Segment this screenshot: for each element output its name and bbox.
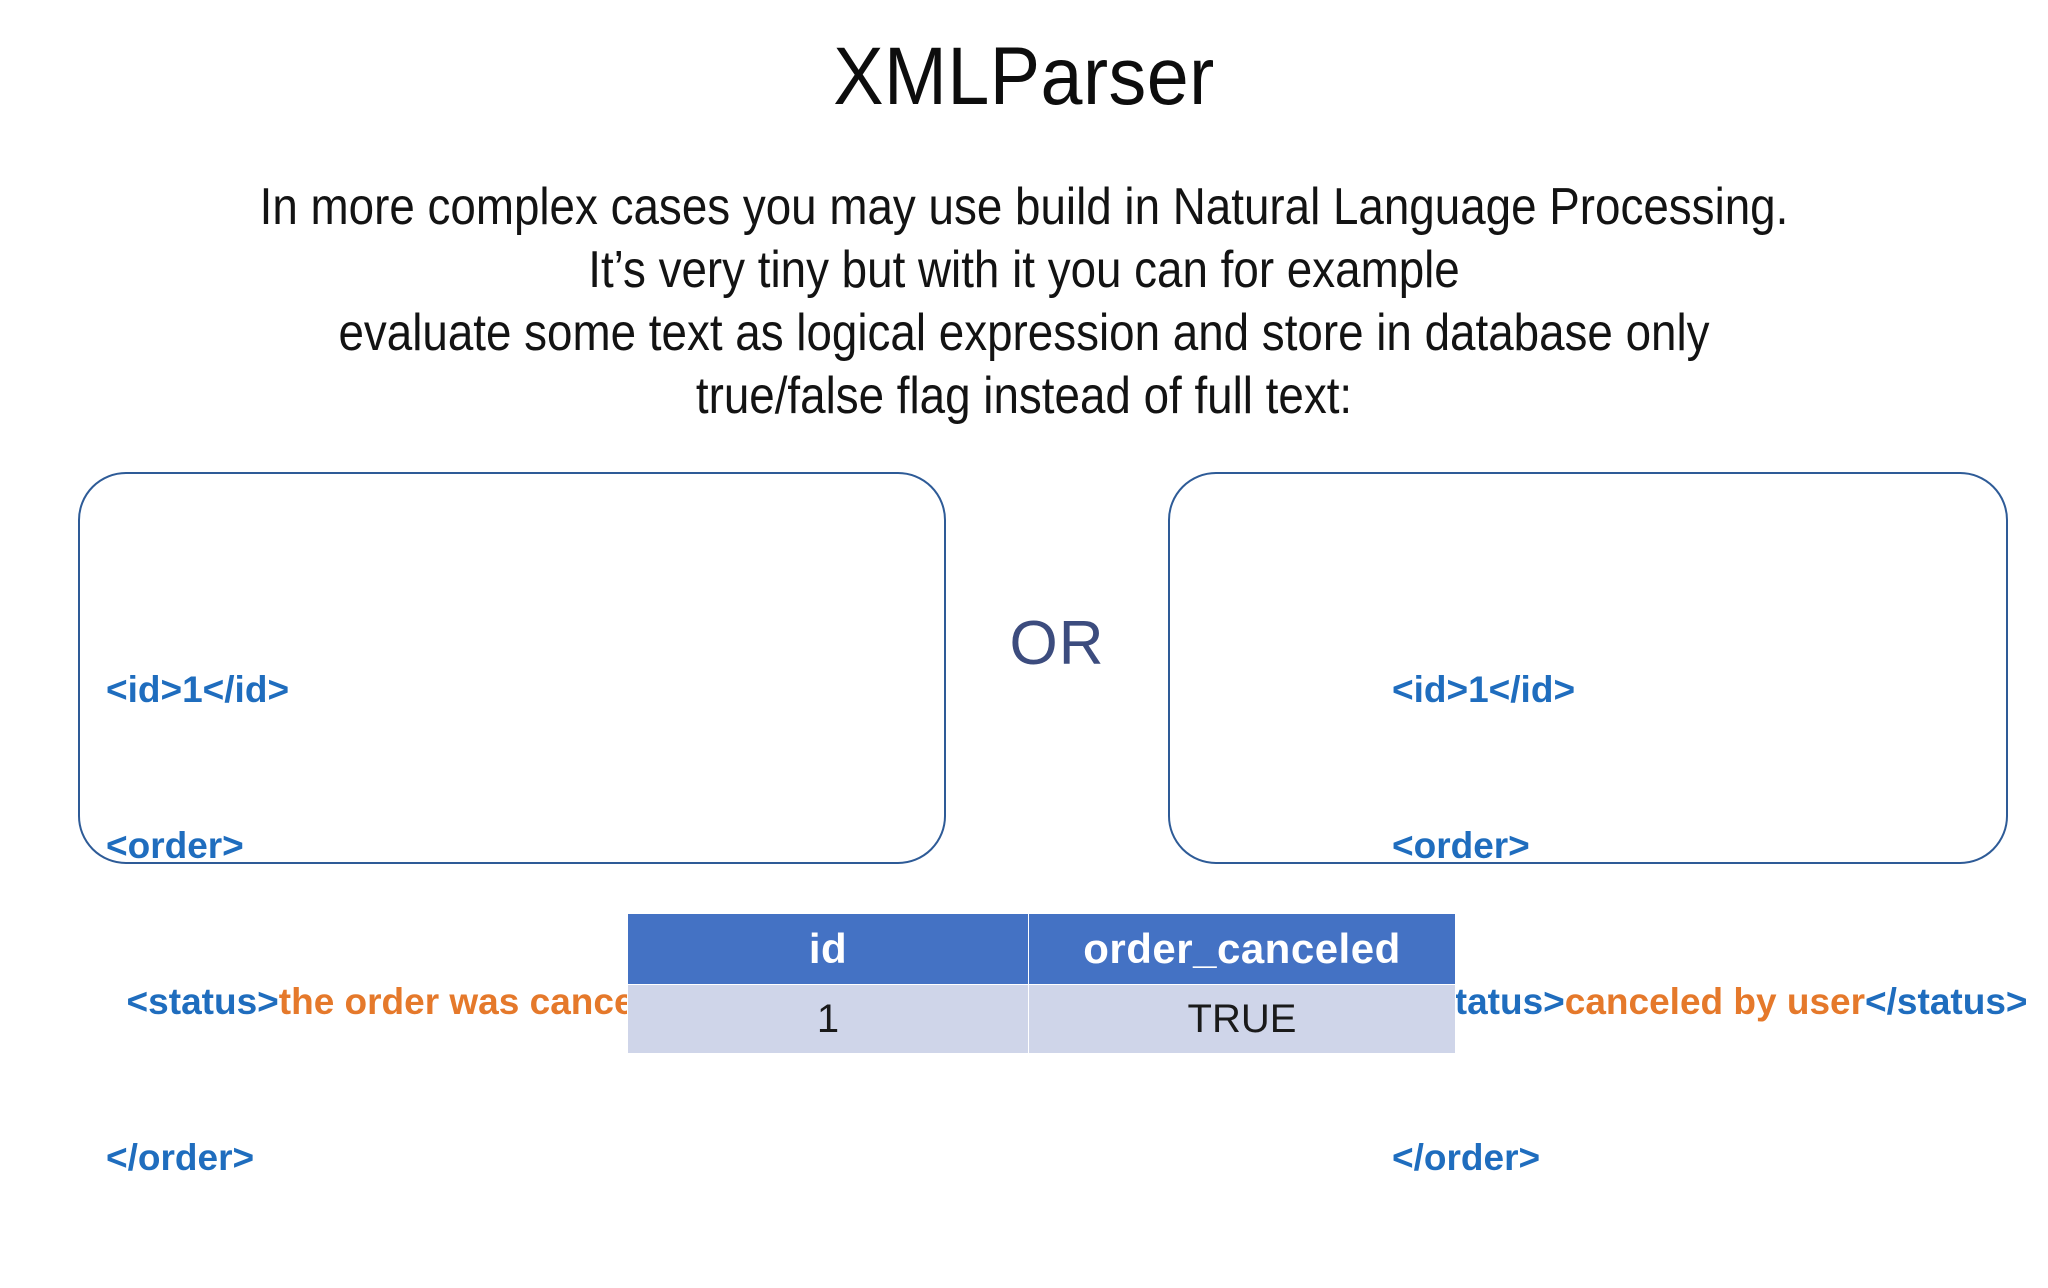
table-header-row: id order_canceled	[627, 913, 1456, 985]
tag-order-open-right: <order>	[1392, 825, 1530, 866]
code-line-order-open-left: <order>	[106, 820, 944, 872]
table-header-id: id	[627, 913, 1029, 985]
tag-order-close-right: </order>	[1392, 1137, 1541, 1178]
or-separator-label: OR	[1009, 609, 1105, 678]
table-row: 1 TRUE	[627, 984, 1456, 1054]
tag-order-close-left: </order>	[106, 1137, 255, 1178]
code-snippet-right: <id>1</id> <order> <status>canceled by u…	[1170, 560, 2028, 1288]
code-line-order-close-right: </order>	[1392, 1132, 2006, 1184]
tag-order-open-left: <order>	[106, 825, 244, 866]
tag-status-close-right: </status>	[1865, 981, 2028, 1022]
status-value-right: canceled by user	[1564, 981, 1866, 1022]
code-line-order-close-left: </order>	[106, 1132, 944, 1184]
intro-paragraph: In more complex cases you may use build …	[123, 176, 1925, 428]
intro-line-1: In more complex cases you may use build …	[259, 178, 1789, 236]
intro-line-3: evaluate some text as logical expression…	[338, 304, 1710, 362]
tag-id-left: <id>1</id>	[106, 669, 290, 710]
intro-line-2: It’s very tiny but with it you can for e…	[588, 241, 1460, 299]
result-table: id order_canceled 1 TRUE	[627, 913, 1456, 1054]
code-box-left: <id>1</id> <order> <status>the order was…	[78, 472, 946, 1178]
table-cell-order-canceled: TRUE	[1028, 984, 1456, 1054]
intro-line-4: true/false flag instead of full text:	[695, 367, 1353, 425]
code-line-id-right: <id>1</id>	[1392, 664, 2006, 716]
page-title: XMLParser	[833, 31, 1215, 122]
code-line-order-open-right: <order>	[1392, 820, 2006, 872]
table-cell-id: 1	[627, 984, 1029, 1054]
code-examples-row: <id>1</id> <order> <status>the order was…	[0, 472, 2048, 1178]
code-box-right: <id>1</id> <order> <status>canceled by u…	[1168, 472, 2028, 1178]
slide-canvas: XMLParser In more complex cases you may …	[0, 31, 2048, 1178]
tag-status-open-left: <status>	[106, 981, 279, 1022]
code-line-id-left: <id>1</id>	[106, 664, 944, 716]
tag-id-right: <id>1</id>	[1392, 669, 1576, 710]
table-header-order-canceled: order_canceled	[1028, 913, 1456, 985]
code-line-status-right: <status>canceled by user</status>	[1392, 976, 2028, 1028]
